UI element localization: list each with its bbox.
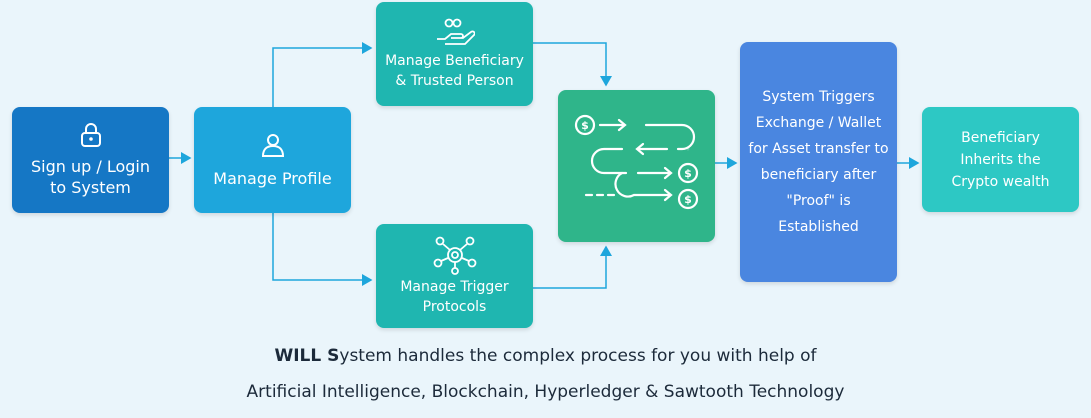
beneficiary-inherits-node: Beneficiary Inherits the Crypto wealth — [922, 107, 1079, 212]
signup-line-2: to System — [50, 178, 131, 197]
footer-brand: WILL S — [274, 346, 340, 366]
beneficiary-line-1: Manage Beneficiary — [385, 53, 524, 69]
user-icon — [261, 133, 284, 157]
signup-label: Sign up / Login to System — [25, 156, 156, 198]
system-line-6: Established — [778, 219, 859, 235]
arrow-trigger-to-center — [533, 245, 612, 289]
beneficiary-label: Manage Beneficiary & Trusted Person — [379, 51, 530, 91]
footer-line-1-text: ystem handles the complex process for yo… — [339, 346, 817, 366]
system-label: System Triggers Exchange / Wallet for As… — [742, 84, 894, 240]
system-line-2: Exchange / Wallet — [755, 115, 882, 131]
signup-login-node: Sign up / Login to System — [12, 107, 169, 213]
signup-line-1: Sign up / Login — [30, 157, 150, 176]
inherit-line-2: Inherits the — [960, 151, 1041, 168]
crypto-flow-icon: $ $ $ — [574, 114, 698, 210]
network-hub-icon — [433, 236, 476, 275]
crypto-flow-node: $ $ $ — [558, 90, 715, 242]
profile-label: Manage Profile — [213, 168, 332, 188]
hand-with-coins-icon — [436, 18, 475, 45]
svg-text:$: $ — [684, 193, 692, 206]
arrow-profile-to-trigger — [272, 213, 373, 286]
inherit-line-3: Crypto wealth — [951, 173, 1050, 190]
inherit-label: Beneficiary Inherits the Crypto wealth — [945, 127, 1055, 193]
manage-trigger-node: Manage Trigger Protocols — [376, 224, 533, 328]
trigger-line-1: Manage Trigger — [400, 279, 509, 295]
trigger-label: Manage Trigger Protocols — [394, 277, 514, 317]
manage-beneficiary-node: Manage Beneficiary & Trusted Person — [376, 2, 533, 106]
system-line-1: System Triggers — [762, 89, 875, 105]
arrow-profile-to-beneficiary — [272, 42, 373, 107]
arrow-beneficiary-to-center — [533, 42, 612, 87]
system-line-5: "Proof" is — [786, 193, 851, 209]
lock-icon — [80, 123, 101, 147]
trigger-line-2: Protocols — [422, 299, 487, 315]
footer-line-1: WILL System handles the complex process … — [0, 346, 1091, 366]
system-line-4: beneficiary after — [760, 167, 877, 183]
system-line-3: for Asset transfer to — [748, 141, 889, 157]
inherit-line-1: Beneficiary — [961, 129, 1040, 146]
footer-line-2: Artificial Intelligence, Blockchain, Hyp… — [246, 382, 845, 402]
beneficiary-line-2: & Trusted Person — [395, 73, 514, 89]
svg-text:$: $ — [684, 167, 692, 180]
system-triggers-node: System Triggers Exchange / Wallet for As… — [740, 42, 897, 282]
manage-profile-node: Manage Profile — [194, 107, 351, 213]
svg-text:$: $ — [581, 119, 589, 132]
